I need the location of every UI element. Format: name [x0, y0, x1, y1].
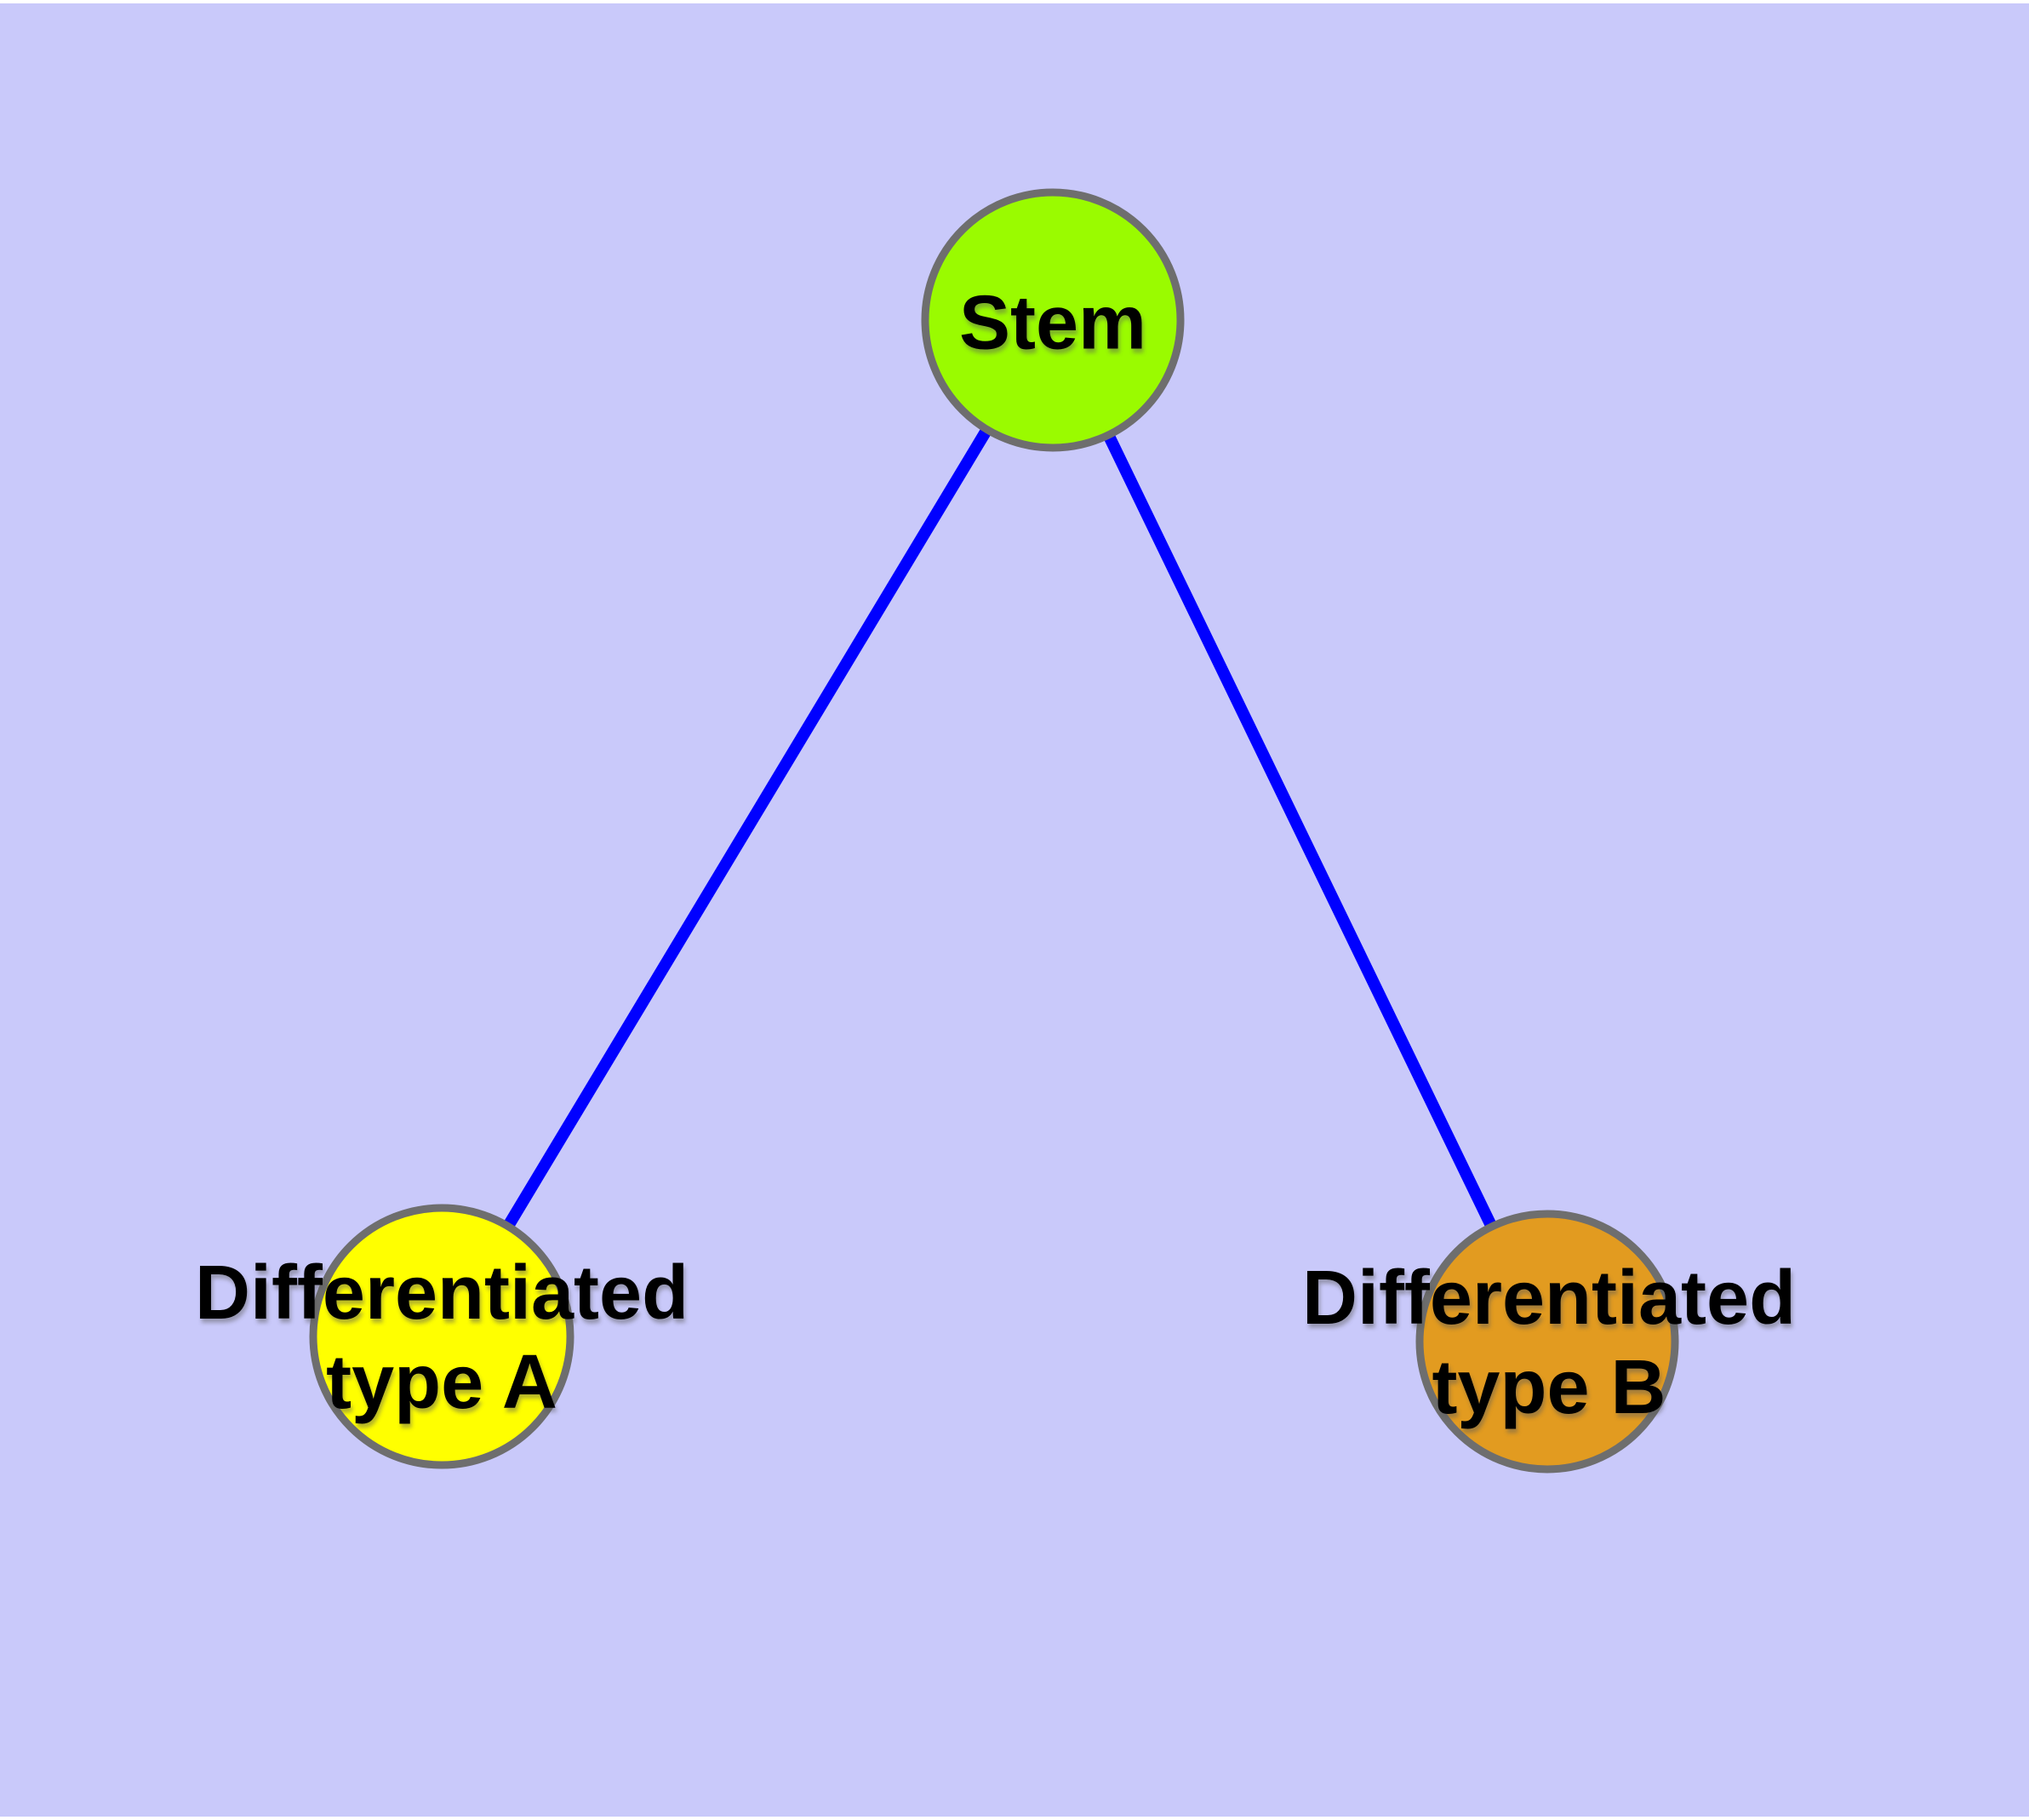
node-type-a-circle[interactable] — [309, 1204, 574, 1469]
edge-stem-to-type-b — [1047, 317, 1553, 1345]
edge-stem-to-type-a — [437, 317, 1058, 1340]
node-type-b-circle[interactable] — [1415, 1210, 1679, 1474]
node-stem-circle[interactable] — [921, 188, 1185, 452]
graph-canvas — [0, 3, 2029, 1817]
diagram-background: Stem Differentiated type A Differentiate… — [0, 3, 2029, 1817]
